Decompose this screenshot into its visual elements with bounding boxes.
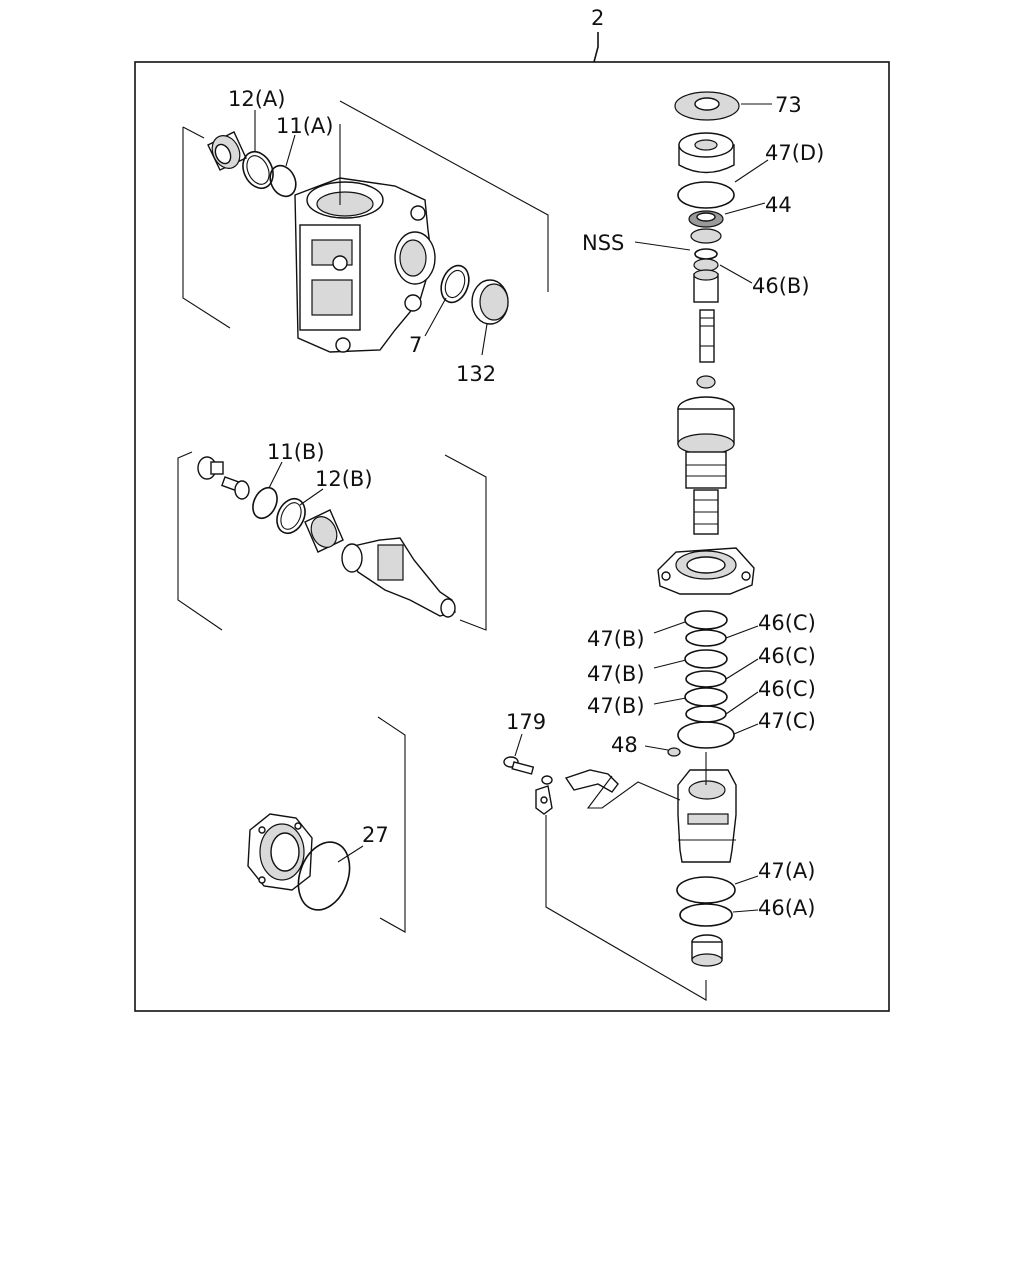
- o-ring-47c: [677, 721, 735, 749]
- label-46c-1: 46(C): [758, 611, 816, 635]
- valve-stack-group: 73 47(D) 44 NSS 46(B): [503, 91, 824, 1001]
- label-27: 27: [362, 823, 389, 847]
- ring-12b: [276, 497, 306, 535]
- label-46c-2: 46(C): [758, 644, 816, 668]
- top-cap: [678, 132, 735, 174]
- o-ring-46c-2: [685, 670, 727, 688]
- snap-ring-11a: [269, 164, 297, 198]
- gear-housing: [294, 177, 436, 353]
- rotary-valve: [677, 396, 735, 535]
- label-46b: 46(B): [752, 274, 810, 298]
- lower-valve-body: [677, 752, 737, 863]
- valve-sleeve: [693, 269, 719, 303]
- o-ring-46c-1: [685, 629, 727, 647]
- needle-bearing-upper: [207, 131, 247, 171]
- ring-12a: [242, 150, 274, 190]
- callout-label-2: 2: [591, 6, 604, 30]
- cap-132: [471, 279, 509, 325]
- pinion-shaft: [341, 537, 456, 618]
- valve-housing: [657, 547, 755, 595]
- o-ring-47b-2: [684, 649, 728, 669]
- label-47b-3: 47(B): [587, 694, 645, 718]
- seal-nss: [690, 228, 722, 244]
- washer-73: [674, 91, 740, 121]
- o-ring-27: [297, 841, 351, 911]
- bolt-179: [503, 756, 553, 785]
- input-shaft: [699, 309, 715, 363]
- label-47a: 47(A): [758, 859, 815, 883]
- snap-ring-11b: [252, 486, 278, 520]
- needle-bearing-lower: [304, 509, 344, 553]
- label-46a: 46(A): [758, 896, 815, 920]
- o-ring-46b: [694, 248, 718, 260]
- label-44: 44: [765, 193, 792, 217]
- label-46c-3: 46(C): [758, 677, 816, 701]
- label-47b-1: 47(B): [587, 627, 645, 651]
- label-12a: 12(A): [228, 87, 285, 111]
- label-47c: 47(C): [758, 709, 816, 733]
- return-pipe: [564, 769, 619, 793]
- label-48: 48: [611, 733, 638, 757]
- o-ring-47b-1: [684, 610, 728, 630]
- assembly-frame: [134, 61, 890, 1012]
- o-ring-47a: [676, 876, 736, 904]
- o-ring-47d: [677, 181, 735, 209]
- ring-7: [440, 264, 470, 304]
- label-47d: 47(D): [765, 141, 824, 165]
- label-11b: 11(B): [267, 440, 325, 464]
- label-12b: 12(B): [315, 467, 373, 491]
- label-7: 7: [409, 333, 422, 357]
- label-179: 179: [506, 710, 546, 734]
- label-11a: 11(A): [276, 114, 333, 138]
- label-nss: NSS: [582, 231, 624, 255]
- o-ring-47b-3: [684, 687, 728, 707]
- end-plug: [691, 934, 723, 967]
- bearing-44: [688, 210, 724, 228]
- callout-leader-2: [593, 32, 599, 63]
- washer-48: [667, 747, 681, 757]
- label-132: 132: [456, 362, 496, 386]
- flange-group: 27: [247, 716, 406, 933]
- o-ring-46c-3: [685, 705, 727, 723]
- label-47b-2: 47(B): [587, 662, 645, 686]
- label-73: 73: [775, 93, 802, 117]
- pinion-group: 11(B) 12(B): [177, 440, 487, 631]
- side-flange: [247, 813, 313, 891]
- housing-group: 12(A) 11(A) 7 132: [182, 87, 549, 386]
- adjust-screw: [197, 456, 250, 500]
- hose-clamp: [535, 785, 553, 815]
- o-ring-46a: [679, 903, 733, 927]
